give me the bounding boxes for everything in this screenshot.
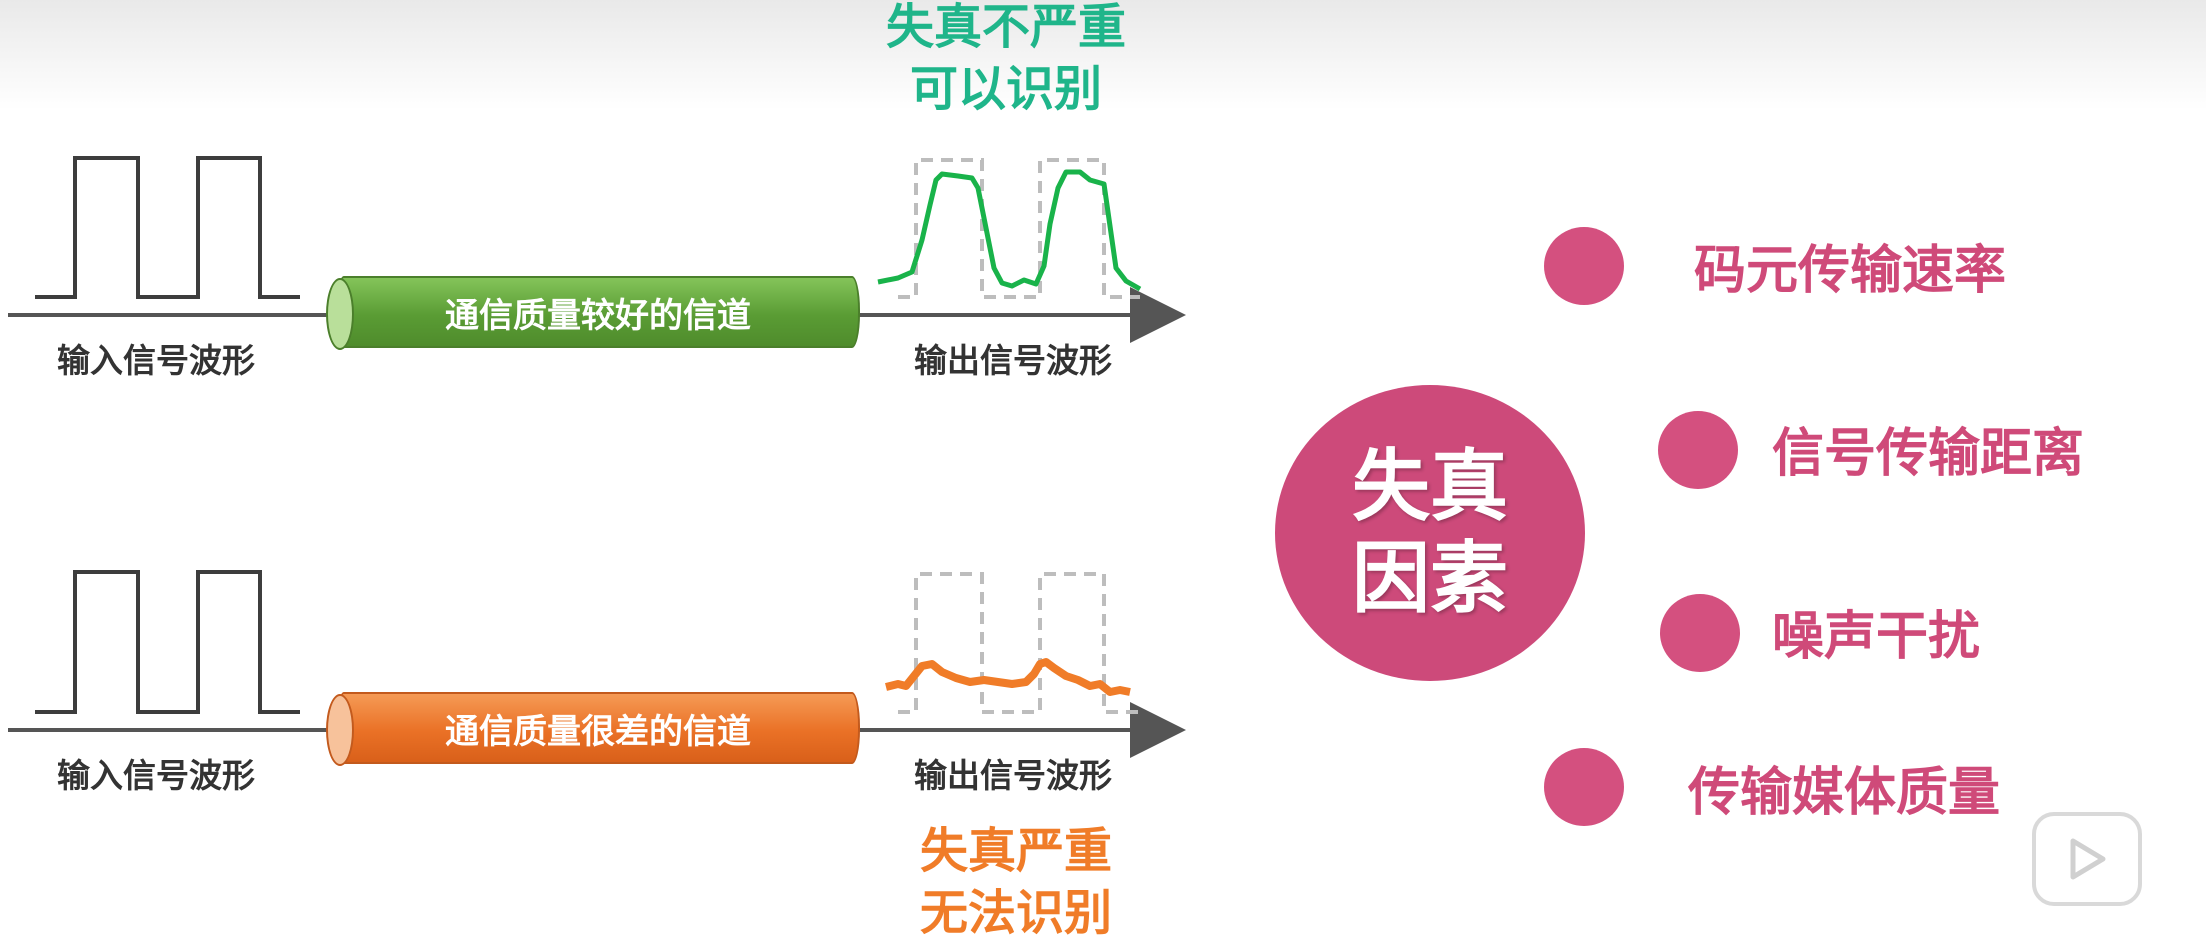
factor-medium-quality: 传输媒体质量 (1688, 763, 2001, 823)
good-channel: 通信质量较好的信道 (326, 276, 860, 350)
top-caption-line1: 失真不严重 (885, 0, 1126, 55)
bottom-input-label: 输入信号波形 (57, 756, 255, 795)
top-caption: 失真不严重 可以识别 (870, 0, 1142, 120)
distortion-factors-line2: 因素 (1351, 534, 1508, 624)
top-reference-square-wave (898, 158, 1140, 299)
bottom-caption-line2: 无法识别 (919, 885, 1112, 941)
play-icon (2070, 838, 2106, 880)
top-caption-line2: 可以识别 (909, 61, 1102, 117)
play-button[interactable] (2032, 812, 2142, 906)
factor-symbol-rate: 码元传输速率 (1694, 241, 2007, 301)
bottom-input-square-wave (35, 570, 300, 714)
bottom-reference-square-wave (898, 572, 1140, 714)
bottom-caption-line1: 失真严重 (919, 823, 1112, 879)
top-input-label: 输入信号波形 (57, 341, 255, 380)
bad-channel: 通信质量很差的信道 (326, 692, 860, 766)
bottom-caption: 失真严重 无法识别 (900, 820, 1132, 944)
top-output-wave (877, 169, 1142, 292)
factor-noise: 噪声干扰 (1772, 607, 1981, 667)
factor-dot-distance (1658, 411, 1738, 489)
factor-dot-medium-quality (1544, 748, 1624, 826)
factor-dot-symbol-rate (1544, 227, 1624, 305)
top-input-square-wave (35, 156, 300, 299)
bad-channel-cap (326, 694, 354, 766)
bottom-output-wave (885, 658, 1131, 696)
bottom-output-label: 输出信号波形 (914, 756, 1112, 795)
factor-distance: 信号传输距离 (1772, 424, 2085, 484)
bad-channel-label: 通信质量很差的信道 (445, 711, 751, 752)
top-output-label: 输出信号波形 (914, 341, 1112, 380)
factor-dot-noise (1660, 594, 1740, 672)
distortion-factors-circle: 失真 因素 (1275, 385, 1585, 681)
distortion-factors-line1: 失真 (1351, 442, 1508, 532)
good-channel-label: 通信质量较好的信道 (445, 295, 751, 336)
good-channel-cap (326, 278, 354, 350)
